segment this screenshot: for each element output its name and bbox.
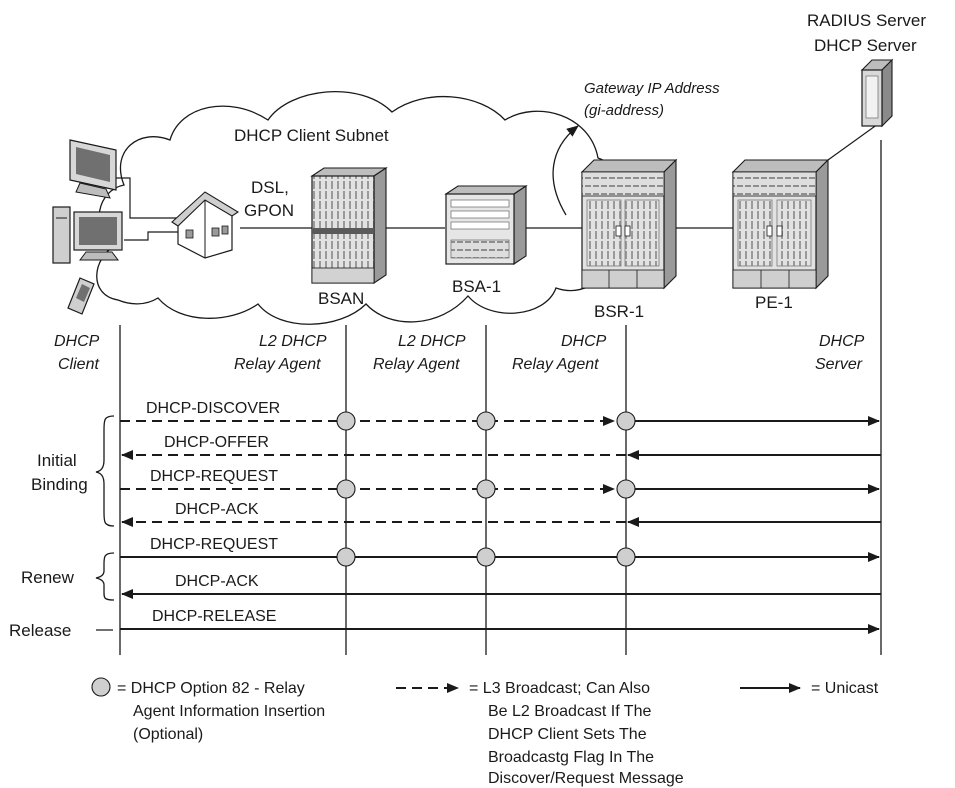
col-bsan-line2: Relay Agent xyxy=(234,356,321,373)
msg-offer: DHCP-OFFER xyxy=(164,434,269,451)
legend-circle-line3: (Optional) xyxy=(133,726,203,743)
msg-release: DHCP-RELEASE xyxy=(152,608,276,625)
mobile-phone-icon xyxy=(67,277,95,315)
legend-circle-line1: = DHCP Option 82 - Relay xyxy=(117,680,305,697)
message-labels: DHCP-DISCOVER DHCP-OFFER DHCP-REQUEST DH… xyxy=(146,400,280,625)
relay-dot xyxy=(476,479,496,499)
col-server-line1: DHCP xyxy=(819,333,865,350)
bsr1-device-icon xyxy=(580,158,678,290)
msg-ack: DHCP-ACK xyxy=(175,501,259,518)
legend-relay-dot-icon xyxy=(91,677,111,697)
pe1-device-icon xyxy=(731,158,830,290)
relay-dot xyxy=(476,411,496,431)
msg-discover: DHCP-DISCOVER xyxy=(146,400,280,417)
relay-dots xyxy=(336,411,636,567)
legend-dashed-line4: Broadcastg Flag In The xyxy=(488,749,654,766)
col-bsr-line2: Relay Agent xyxy=(512,356,599,373)
phase-labels: Initial Binding Renew Release xyxy=(9,451,88,640)
desktop-monitor-icon xyxy=(69,139,117,199)
phase-braces xyxy=(95,415,115,631)
subnet-label: DHCP Client Subnet xyxy=(234,126,389,145)
legend-dashed-line1: = L3 Broadcast; Can Also xyxy=(469,680,650,697)
legend-dashed-line3: DHCP Client Sets The xyxy=(488,726,647,743)
col-client-line1: DHCP xyxy=(54,333,100,350)
col-client-line2: Client xyxy=(58,356,99,373)
message-arrows xyxy=(120,416,881,634)
renew-brace xyxy=(95,552,115,601)
relay-dot xyxy=(616,547,636,567)
bsan-device-icon xyxy=(310,166,388,285)
gi-address-label: (gi-address) xyxy=(584,102,664,119)
msg-request: DHCP-REQUEST xyxy=(150,468,278,485)
bsr1-label: BSR-1 xyxy=(594,302,644,321)
msg-renew-request: DHCP-REQUEST xyxy=(150,536,278,553)
bsa1-label: BSA-1 xyxy=(452,277,501,296)
dhcp-server-top-label: DHCP Server xyxy=(814,36,917,55)
col-bsa-line2: Relay Agent xyxy=(373,356,460,373)
relay-dot xyxy=(336,479,356,499)
gpon-label: GPON xyxy=(244,201,294,220)
dsl-label: DSL, xyxy=(251,178,289,197)
legend: = DHCP Option 82 - Relay Agent Informati… xyxy=(91,677,879,787)
home-icon xyxy=(171,191,240,259)
legend-dashed-line5: Discover/Request Message xyxy=(488,770,684,787)
legend-circle-line2: Agent Information Insertion xyxy=(133,703,325,720)
gateway-arrow xyxy=(552,125,579,216)
legend-dashed-line2: Be L2 Broadcast If The xyxy=(488,703,651,720)
phase-initial-line2: Binding xyxy=(31,475,88,494)
radius-server-label: RADIUS Server xyxy=(807,11,926,30)
relay-dot xyxy=(476,547,496,567)
relay-dot xyxy=(616,479,636,499)
relay-dot xyxy=(336,547,356,567)
initial-binding-brace xyxy=(95,415,115,527)
desktop-pc-icon xyxy=(52,206,123,264)
col-bsan-line1: L2 DHCP xyxy=(259,333,327,350)
phase-release: Release xyxy=(9,621,71,640)
gateway-ip-label: Gateway IP Address xyxy=(584,80,720,97)
col-bsr-line1: DHCP xyxy=(561,333,607,350)
relay-dot xyxy=(616,411,636,431)
column-labels: DHCP Client L2 DHCP Relay Agent L2 DHCP … xyxy=(54,333,865,373)
legend-solid-label: = Unicast xyxy=(811,680,879,697)
bsan-label: BSAN xyxy=(318,289,364,308)
col-bsa-line1: L2 DHCP xyxy=(398,333,466,350)
msg-renew-ack: DHCP-ACK xyxy=(175,573,259,590)
client-links xyxy=(116,123,879,241)
server-icon xyxy=(860,58,894,128)
relay-dot xyxy=(336,411,356,431)
col-server-line2: Server xyxy=(815,356,863,373)
phase-initial-line1: Initial xyxy=(37,451,77,470)
phase-renew: Renew xyxy=(21,568,75,587)
bsa1-device-icon xyxy=(444,184,528,266)
pe1-label: PE-1 xyxy=(755,293,793,312)
